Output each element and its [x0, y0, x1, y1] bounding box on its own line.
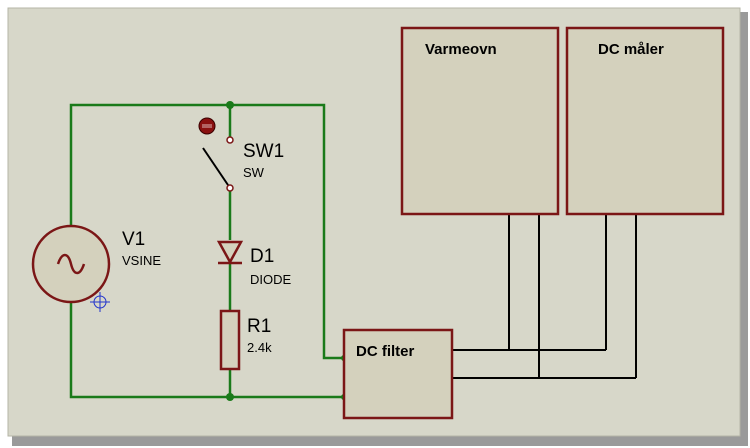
heater-label: Varmeovn	[425, 41, 497, 58]
dc-meter-label: DC måler	[598, 41, 664, 58]
switch-contact-bottom	[226, 184, 234, 192]
bus-wires	[452, 214, 637, 379]
sw1-value-label: SW	[243, 165, 265, 180]
heater-block[interactable]: Varmeovn	[400, 26, 560, 216]
circuit-wires	[69, 103, 344, 399]
dc-filter-label: DC filter	[356, 343, 415, 360]
junction-top[interactable]	[226, 101, 234, 109]
sine-wave-icon	[56, 253, 86, 275]
diode-triangle	[216, 240, 244, 265]
v1-ref-label: V1	[122, 229, 145, 250]
heater-box	[400, 26, 560, 216]
wire-top-left	[69, 103, 230, 264]
dc-filter-block[interactable]: DC filter	[342, 328, 454, 420]
d1-value-label: DIODE	[250, 272, 292, 287]
probe-crosshair-icon[interactable]	[90, 292, 110, 312]
wire-bottom	[69, 296, 344, 399]
wire-top-right	[230, 103, 344, 360]
dc-filter-box	[342, 328, 454, 420]
dc-meter-box	[565, 26, 725, 216]
dc-meter-block[interactable]: DC måler	[565, 26, 725, 216]
r1-value-label: 2.4k	[247, 340, 272, 355]
sw1-switch[interactable]: SW1 SW	[198, 117, 284, 192]
switch-lever	[202, 147, 229, 186]
v1-source[interactable]: V1 VSINE	[31, 224, 161, 304]
sw1-ref-label: SW1	[243, 141, 284, 162]
switch-actuator-icon[interactable]	[198, 117, 216, 135]
d1-ref-label: D1	[250, 246, 274, 267]
r1-resistor[interactable]: R1 2.4k	[219, 309, 272, 371]
d1-diode[interactable]: D1 DIODE	[216, 240, 292, 287]
junction-bottom[interactable]	[226, 393, 234, 401]
v1-value-label: VSINE	[122, 253, 161, 268]
switch-contact-top	[226, 136, 234, 144]
resistor-body	[219, 309, 241, 371]
r1-ref-label: R1	[247, 316, 271, 337]
